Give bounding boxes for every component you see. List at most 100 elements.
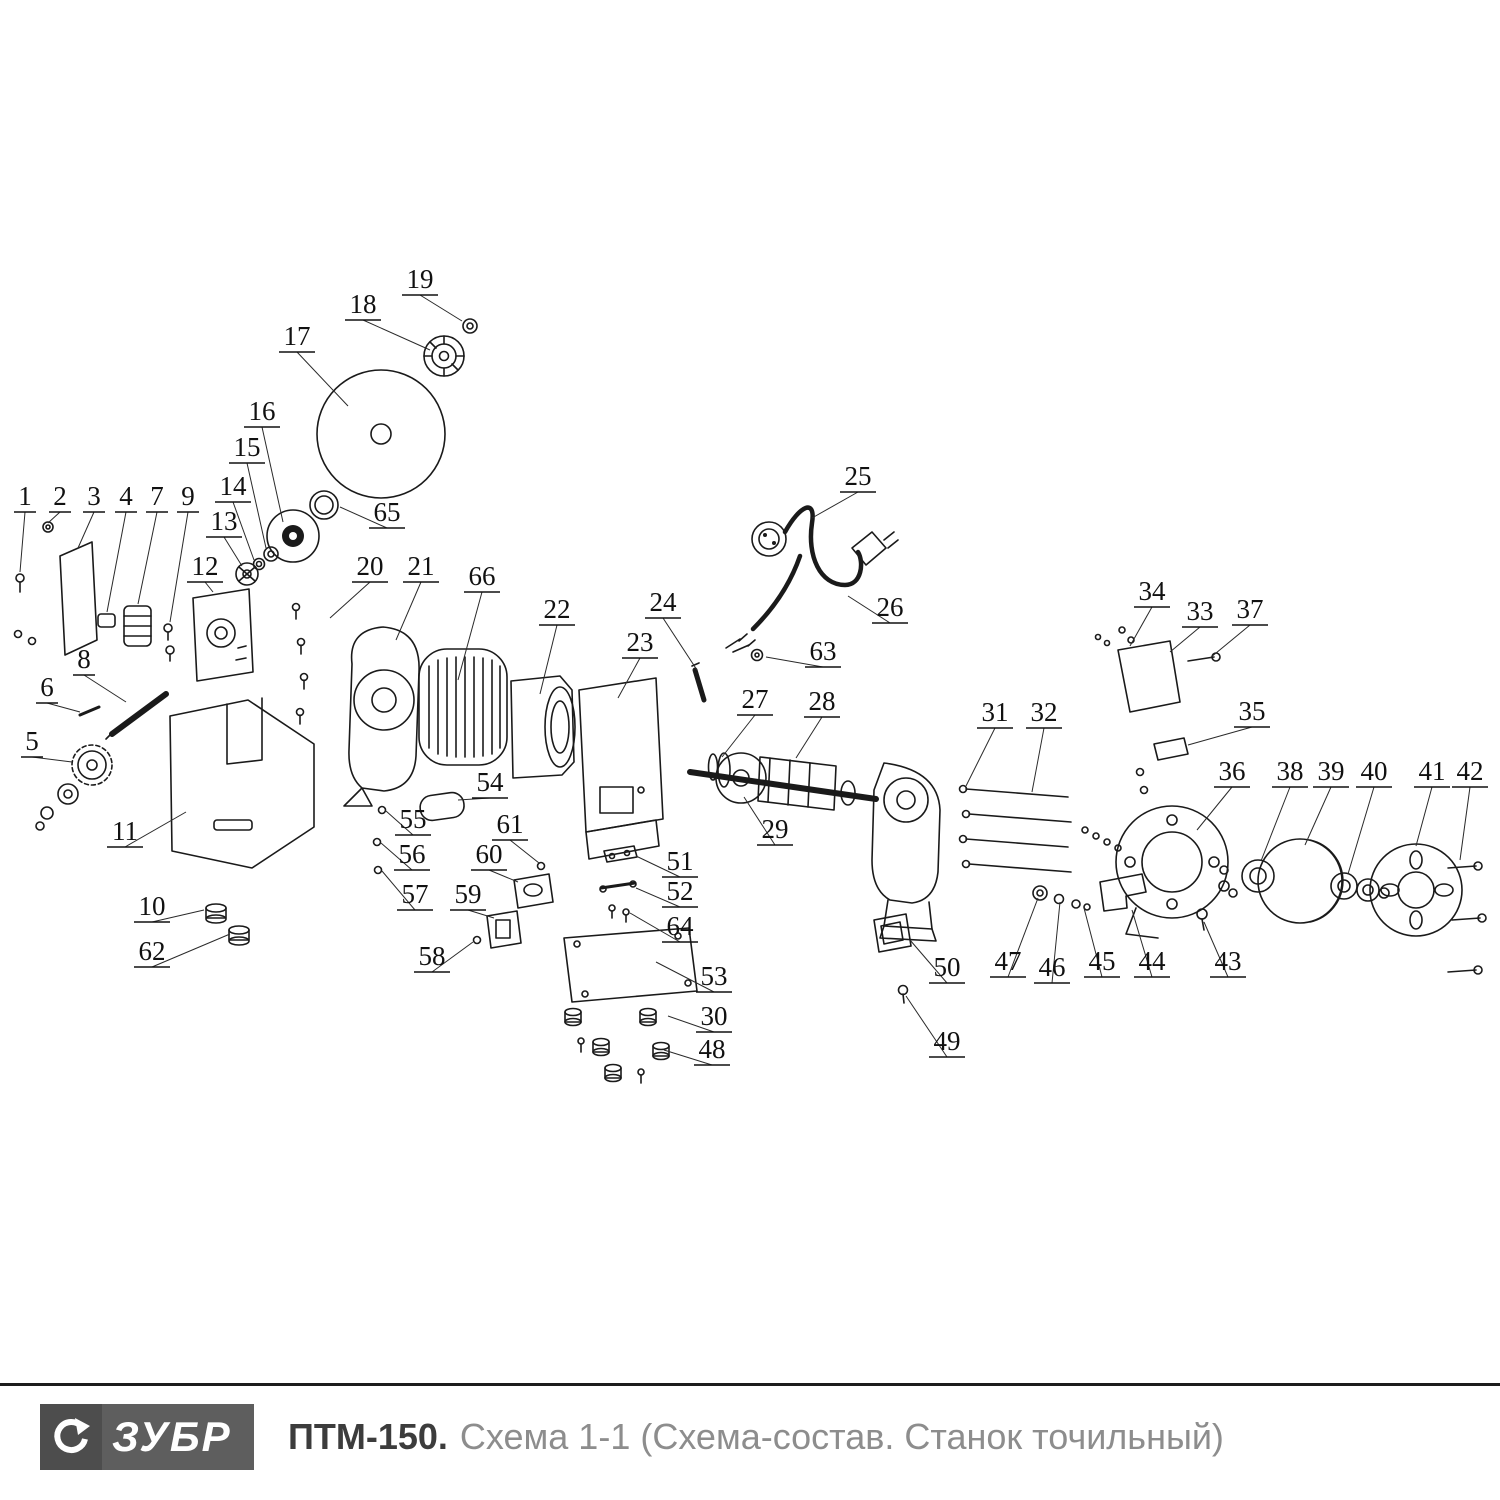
part-number-30: 30 bbox=[701, 1001, 728, 1031]
callout-leader-21 bbox=[395, 581, 422, 641]
part-number-54: 54 bbox=[477, 767, 505, 797]
power-cord bbox=[738, 505, 899, 647]
fastener-2 bbox=[42, 521, 54, 533]
callout-leader-12 bbox=[204, 581, 214, 593]
callout-leader-38 bbox=[1260, 786, 1291, 862]
screw-61 bbox=[536, 861, 546, 871]
zubr-logo-icon bbox=[40, 1404, 102, 1470]
wheel-cover bbox=[1115, 805, 1229, 939]
callout-leader-14 bbox=[232, 501, 255, 561]
screw-58 bbox=[472, 935, 482, 945]
callout-leader-62 bbox=[151, 933, 231, 968]
gear-nut bbox=[35, 806, 54, 831]
gear-housing bbox=[192, 588, 254, 682]
callout-leader-56 bbox=[380, 842, 413, 871]
callout-leader-34 bbox=[1129, 606, 1153, 647]
schema-title: Схема 1-1 (Схема-состав. Станок точильны… bbox=[459, 1416, 1224, 1457]
part-number-57: 57 bbox=[402, 879, 429, 909]
callout-leader-4 bbox=[106, 511, 127, 613]
part-number-1: 1 bbox=[18, 481, 32, 511]
callout-leader-32 bbox=[1031, 727, 1045, 793]
part-number-49: 49 bbox=[934, 1026, 961, 1056]
pin-6 bbox=[78, 705, 101, 717]
part-number-42: 42 bbox=[1457, 756, 1484, 786]
cover-washers bbox=[1218, 865, 1238, 898]
callout-leader-26 bbox=[847, 595, 891, 624]
wheel-guard bbox=[1369, 843, 1463, 937]
part-number-28: 28 bbox=[809, 686, 836, 716]
stator bbox=[418, 648, 508, 766]
motor-screws bbox=[291, 602, 309, 725]
part-number-34: 34 bbox=[1139, 576, 1167, 606]
callout-leader-49 bbox=[905, 995, 948, 1058]
base-housing bbox=[169, 697, 315, 869]
part-number-3: 3 bbox=[87, 481, 101, 511]
part-number-19: 19 bbox=[407, 264, 434, 294]
part-number-15: 15 bbox=[234, 432, 261, 462]
part-number-29: 29 bbox=[762, 814, 789, 844]
callout-leader-44 bbox=[1131, 909, 1153, 978]
callout-leader-51 bbox=[635, 855, 681, 878]
bearing-housing-22 bbox=[510, 675, 576, 779]
part-number-37: 37 bbox=[1237, 594, 1264, 624]
washer-46 bbox=[1053, 893, 1065, 905]
part-number-23: 23 bbox=[627, 627, 654, 657]
callout-leader-3 bbox=[77, 511, 95, 549]
screws-9 bbox=[163, 623, 175, 662]
screw-56 bbox=[372, 837, 382, 847]
diagram-caption: ПТМ-150. Схема 1-1 (Схема-состав. Станок… bbox=[288, 1416, 1224, 1458]
foot-10 bbox=[205, 903, 227, 924]
base-plate bbox=[563, 927, 698, 1003]
part-number-65: 65 bbox=[374, 497, 401, 527]
callout-leader-58 bbox=[431, 941, 474, 973]
worm-shaft bbox=[105, 691, 169, 740]
flange-16 bbox=[266, 509, 320, 563]
part-number-35: 35 bbox=[1239, 696, 1266, 726]
part-number-17: 17 bbox=[284, 321, 311, 351]
callout-leader-59 bbox=[467, 909, 495, 919]
callout-leader-64 bbox=[629, 912, 681, 943]
part-number-14: 14 bbox=[220, 471, 248, 501]
part-number-52: 52 bbox=[667, 876, 694, 906]
bushing-65 bbox=[309, 490, 339, 520]
part-number-56: 56 bbox=[399, 839, 426, 869]
foot-62 bbox=[228, 925, 250, 946]
part-number-33: 33 bbox=[1187, 596, 1214, 626]
callout-leader-39 bbox=[1304, 786, 1332, 846]
screw-49 bbox=[897, 984, 909, 1004]
exploded-parts-diagram: 1234567891011121314151617181920212223242… bbox=[13, 264, 1488, 1084]
callout-leader-18 bbox=[362, 319, 431, 351]
cable-clamp-51 bbox=[603, 845, 638, 863]
callout-leader-8 bbox=[83, 674, 127, 703]
grinding-wheel-right bbox=[1257, 838, 1344, 924]
spark-guard bbox=[1117, 640, 1181, 713]
callout-leader-42 bbox=[1459, 786, 1471, 861]
part-number-40: 40 bbox=[1361, 756, 1388, 786]
part-number-47: 47 bbox=[995, 946, 1022, 976]
part-number-50: 50 bbox=[934, 952, 961, 982]
part-number-7: 7 bbox=[150, 481, 164, 511]
part-number-27: 27 bbox=[742, 684, 769, 714]
part-number-24: 24 bbox=[650, 587, 678, 617]
part-number-39: 39 bbox=[1318, 756, 1345, 786]
callout-leader-48 bbox=[663, 1049, 713, 1066]
callout-leader-61 bbox=[509, 839, 540, 864]
pulley bbox=[123, 605, 152, 647]
sleeve bbox=[97, 613, 116, 628]
part-number-31: 31 bbox=[982, 697, 1009, 727]
diagram-parts bbox=[13, 318, 1487, 1084]
callout-leader-17 bbox=[296, 351, 349, 407]
tie-rods bbox=[958, 784, 1072, 873]
bolts-42 bbox=[1447, 861, 1487, 975]
part-number-32: 32 bbox=[1031, 697, 1058, 727]
part-number-6: 6 bbox=[40, 672, 54, 702]
callout-leader-25 bbox=[811, 491, 859, 519]
callout-leader-27 bbox=[721, 714, 756, 758]
callout-leader-35 bbox=[1187, 726, 1253, 746]
callout-leader-43 bbox=[1203, 921, 1229, 978]
gear bbox=[71, 744, 113, 786]
small-fasteners-left bbox=[13, 629, 37, 646]
wires-63 bbox=[725, 638, 764, 662]
flange-40 bbox=[1330, 872, 1358, 900]
cable-clamp-52 bbox=[599, 880, 637, 893]
